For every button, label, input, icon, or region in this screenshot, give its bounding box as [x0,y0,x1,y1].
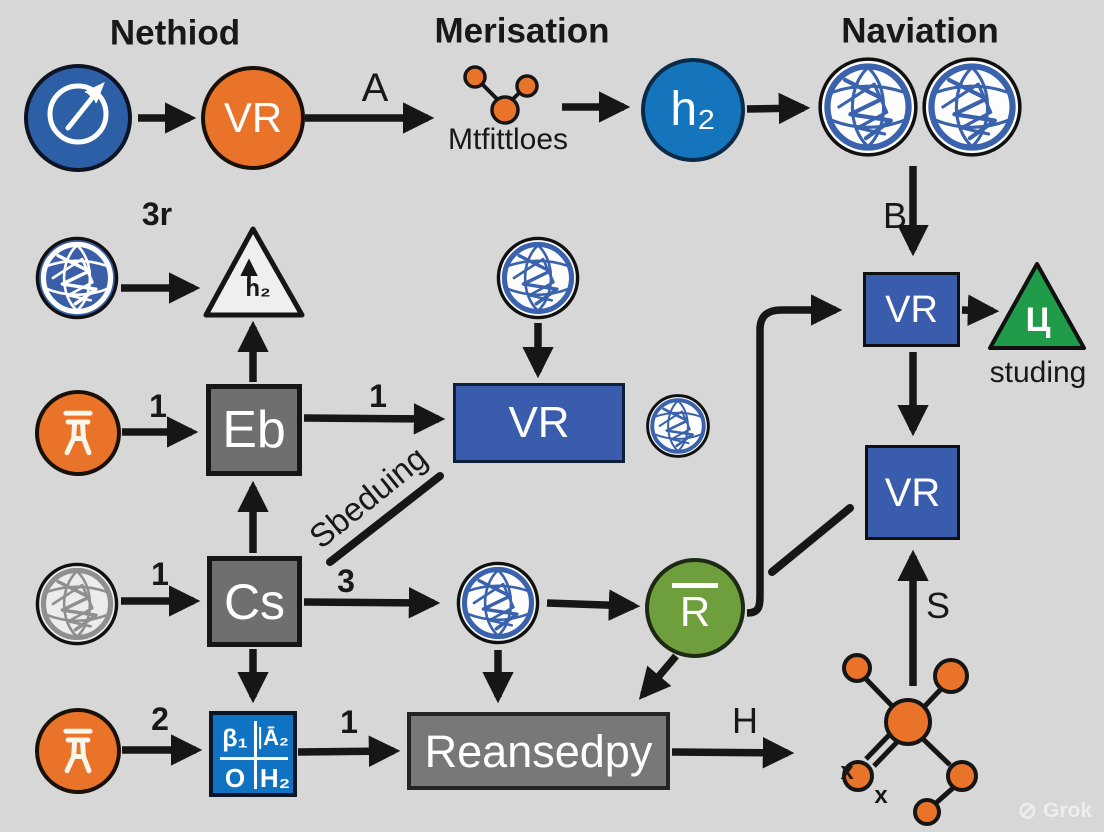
label-H: H [732,700,758,741]
globe-icon-top-2 [922,57,1022,157]
vr-rect-label: VR [508,398,570,447]
x-mark-1: x [840,758,854,785]
triangle-h2-label: h₂ [245,275,271,302]
pi-bar-circle-1 [35,390,121,476]
vr-square-2-label: VR [884,470,941,515]
title-naviation: Naviation [841,11,999,51]
arrow-reansedpy-H [671,737,795,769]
h2-circle: h₂ [641,58,745,162]
label-3: 3 [337,563,355,599]
green-circle-label: R [679,588,711,635]
overbar [672,583,718,588]
arrow-green-to-reansedpy [638,653,679,700]
pi-bar-icon [63,410,93,456]
reansedpy-label: Reansedpy [424,725,653,777]
label-1-eb-vr: 1 [369,378,387,414]
vr-square-1-label: VR [885,288,938,331]
label-2: 2 [151,701,169,737]
triangle-h2-node [203,226,305,318]
connector-green-to-vr1 [746,294,843,617]
h2-circle-label: h₂ [670,83,716,136]
label-3r: 3r [141,196,173,232]
label-A: A [361,66,389,110]
vr-square-1: VR [863,272,960,347]
globe-icon-top-1 [818,57,918,157]
globe-icon-above-vr [496,236,580,320]
diagonal-line-vr2 [768,504,854,576]
globe-icon-small [646,394,710,458]
label-B: B [882,195,908,236]
vr-rect: VR [453,383,625,463]
green-triangle-node [988,262,1086,350]
label-mtfittloes: Mtfittloes [447,123,569,156]
globe-icon-gray [35,562,119,646]
vr-square-2: VR [865,445,960,540]
arrow-globe-to-green [546,589,641,621]
diagonal-line-sbeduing [326,472,444,566]
title-nethiod: Nethiod [109,13,241,53]
grok-watermark-text: Grok [1042,798,1092,822]
formula-top-left: β₁ [222,724,248,753]
pi-bar-icon [63,728,93,774]
reansedpy-box: Reansedpy [407,712,670,790]
globe-icon-mid [456,561,540,645]
formula-vertical-divider [254,721,257,789]
arrow-cs-to-globe-3 [303,587,441,619]
label-studing: studing [989,356,1087,389]
green-circle: R [645,558,745,658]
pi-bar-circle-2 [35,708,121,794]
r-overbar-glyph: R [672,583,718,633]
title-merisation: Merisation [434,11,610,51]
formula-bottom-right: H₂ [259,763,291,793]
formula-top-right: Ā₂ [259,727,289,749]
grok-logo-icon: ⊘ [1017,797,1037,823]
arrow-h2-to-globes [746,92,811,125]
molecule-icon-large [842,653,978,826]
cs-square: Cs [207,556,302,647]
eb-label: Eb [222,401,286,459]
arrow-vr1-to-triangle [961,294,1000,326]
green-triangle-glyph: Ц [1025,301,1051,339]
x-mark-2: x [874,782,888,809]
cs-label: Cs [223,573,286,630]
label-1-formula-rean: 1 [340,704,358,740]
formula-square: β₁ Ā₂ O H₂ [209,711,297,797]
label-1-globe-cs: 1 [151,556,169,592]
label-S: S [925,585,951,626]
compass-arrow-icon [47,82,109,145]
formula-bottom-left: O [224,763,246,793]
compass-node [24,64,132,172]
formula-horizontal-divider [220,757,288,760]
vr-circle: VR [201,66,305,170]
globe-icon-blue-filled [35,236,119,320]
grok-watermark: ⊘ Grok [1018,797,1092,824]
vr-circle-label: VR [223,94,283,141]
label-1-orange-eb: 1 [149,388,167,424]
arrow-formula-to-reansedpy [297,735,401,768]
eb-square: Eb [206,384,302,476]
molecule-icon-small [463,65,539,125]
arrow-eb-to-vr-rect [303,403,446,435]
